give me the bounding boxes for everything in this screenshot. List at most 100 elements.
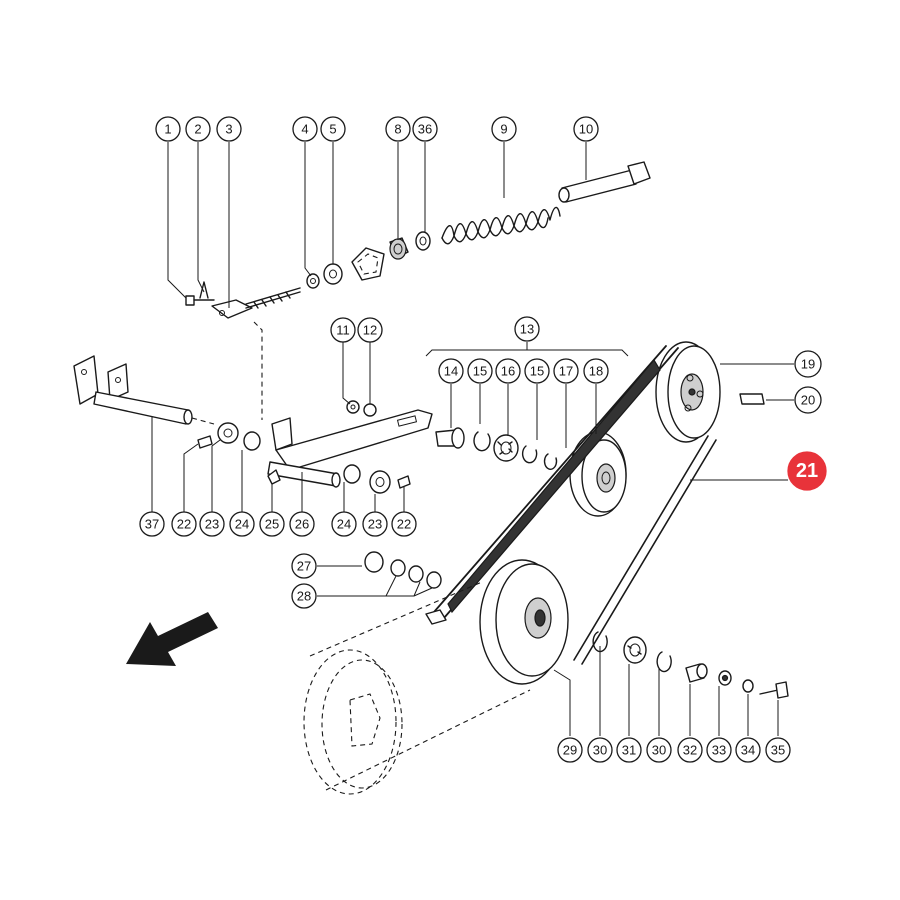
svg-text:27: 27 (297, 559, 311, 574)
shims-part-28 (390, 559, 442, 589)
callout-29: 29 (557, 737, 583, 763)
callout-37: 37 (139, 511, 165, 537)
svg-text:29: 29 (563, 743, 577, 758)
callout-10: 10 (573, 116, 599, 142)
svg-text:30: 30 (652, 743, 666, 758)
callout-30b: 30 (646, 737, 672, 763)
callout-2: 2 (185, 116, 211, 142)
washer-part-12 (363, 403, 377, 417)
bearing-part-31 (623, 636, 647, 664)
svg-text:16: 16 (501, 364, 515, 379)
circlip-part-15a (473, 431, 491, 452)
bolt-part-35 (759, 681, 789, 699)
callout-35: 35 (765, 737, 791, 763)
callout-4: 4 (292, 116, 318, 142)
svg-text:10: 10 (579, 122, 593, 137)
callout-20: 20 (794, 386, 822, 414)
circlip-part-30b (656, 651, 672, 673)
svg-text:26: 26 (295, 517, 309, 532)
callout-36: 36 (412, 116, 438, 142)
callout-15a: 15 (467, 358, 493, 384)
direction-arrow-icon (126, 612, 218, 666)
shaft-part-37 (93, 391, 193, 425)
bush-part-27 (364, 551, 384, 573)
spring-part-9 (441, 206, 561, 245)
nut-part-33 (718, 670, 732, 686)
callout-32: 32 (677, 737, 703, 763)
callout-21-highlighted: 21 (787, 451, 827, 491)
callout-22b: 22 (391, 511, 417, 537)
callout-13: 13 (514, 316, 540, 342)
callout-33: 33 (706, 737, 732, 763)
svg-text:2: 2 (194, 122, 201, 137)
grease-nipple-part-22b (397, 475, 411, 489)
bearing-part-16 (493, 434, 519, 462)
circlip-part-17 (543, 453, 558, 470)
callout-28: 28 (291, 583, 317, 609)
svg-text:15: 15 (473, 364, 487, 379)
callout-bubbles: 1 2 3 4 5 8 36 9 10 11 12 13 14 15 16 15… (139, 116, 827, 763)
svg-text:4: 4 (301, 122, 308, 137)
cotter-pin-part-2 (199, 281, 209, 299)
washer-part-5 (323, 263, 343, 285)
callout-27: 27 (291, 553, 317, 579)
drive-pulley-part-19 (655, 341, 721, 443)
callout-12: 12 (357, 317, 383, 343)
svg-text:8: 8 (394, 122, 401, 137)
key-part-20 (739, 393, 765, 405)
grease-nipple-part-22 (197, 435, 213, 449)
idler-pulley-part-18 (569, 431, 627, 517)
svg-text:12: 12 (363, 323, 377, 338)
svg-text:33: 33 (712, 743, 726, 758)
svg-text:28: 28 (297, 589, 311, 604)
svg-text:11: 11 (336, 323, 350, 338)
callout-26: 26 (289, 511, 315, 537)
leader-lines (151, 142, 794, 736)
flange-bracket (351, 247, 385, 281)
svg-text:17: 17 (559, 364, 573, 379)
stud-part-14 (435, 427, 465, 449)
svg-text:21: 21 (796, 460, 818, 482)
bolt-part-1 (185, 295, 215, 306)
svg-text:9: 9 (500, 122, 507, 137)
callout-14: 14 (438, 358, 464, 384)
svg-text:37: 37 (145, 517, 159, 532)
svg-text:23: 23 (368, 517, 382, 532)
nut-part-4 (306, 273, 320, 289)
clevis-rod-part-3 (211, 287, 301, 319)
callout-3: 3 (216, 116, 242, 142)
svg-text:13: 13 (520, 322, 534, 337)
v-belt-part-21 (425, 345, 717, 665)
callout-8: 8 (385, 116, 411, 142)
callout-23a: 23 (199, 511, 225, 537)
svg-text:20: 20 (801, 393, 815, 408)
callout-30a: 30 (587, 737, 613, 763)
callout-15b: 15 (524, 358, 550, 384)
callout-22a: 22 (171, 511, 197, 537)
bearing-part-23b (369, 470, 391, 494)
svg-text:35: 35 (771, 743, 785, 758)
circlip-part-15b (521, 445, 538, 464)
callout-11: 11 (330, 317, 356, 343)
lever-arm-part-26 (267, 409, 433, 488)
bushing-part-8 (389, 237, 409, 260)
bush-part-24b (343, 464, 361, 484)
svg-text:31: 31 (622, 743, 636, 758)
callout-25: 25 (259, 511, 285, 537)
svg-text:15: 15 (530, 364, 544, 379)
washer-part-34 (742, 679, 754, 693)
grease-nipple-part-25 (267, 469, 281, 485)
callout-24b: 24 (331, 511, 357, 537)
callout-16: 16 (495, 358, 521, 384)
svg-text:24: 24 (337, 517, 351, 532)
svg-text:24: 24 (235, 517, 249, 532)
svg-text:3: 3 (225, 122, 232, 137)
washer-part-36 (415, 231, 431, 251)
callout-9: 9 (491, 116, 517, 142)
svg-text:5: 5 (329, 122, 336, 137)
svg-text:36: 36 (418, 122, 432, 137)
main-pulley-part-29 (479, 559, 569, 685)
svg-text:22: 22 (397, 517, 411, 532)
